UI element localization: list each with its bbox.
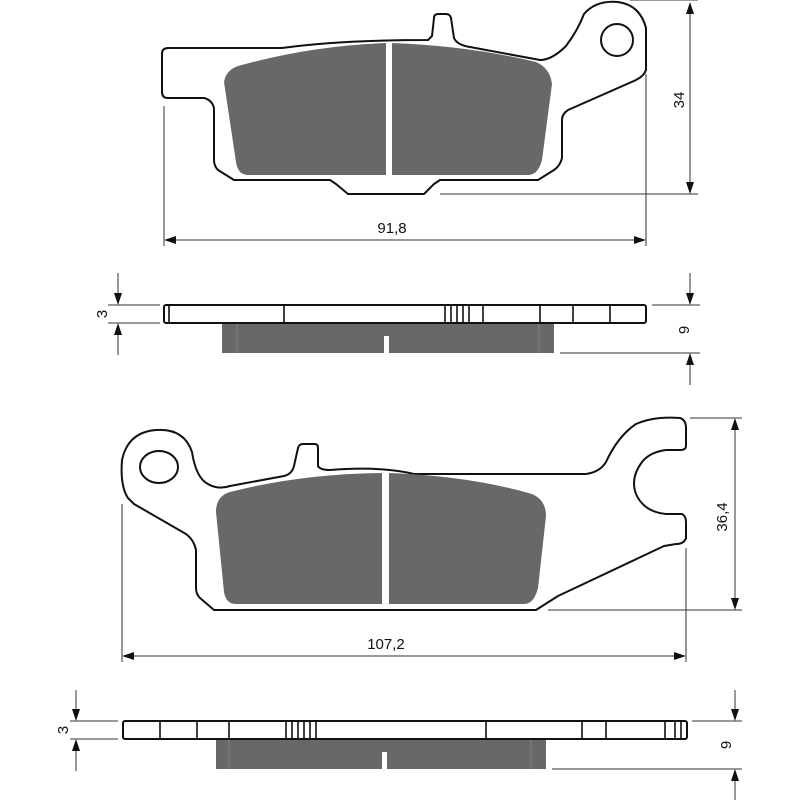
pad-1-mounting-hole [600,23,634,57]
pad-2-total-thickness-label: 9 [718,741,735,749]
pad-2-friction-material [216,473,382,604]
pad-2-side-view: 3 9 [55,690,742,800]
pad-2-width-label: 107,2 [367,636,405,653]
pad-1-friction-material-right [392,43,552,175]
pad-1-front-view: 34 91,8 [161,0,698,246]
pad-1-friction-material [224,43,386,175]
pad-2-backing-thickness-label: 3 [55,726,72,734]
pad-2-side-friction [216,739,546,769]
pad-1-width-label: 91,8 [377,220,406,237]
pad-2-front-view: 36,4 107,2 [120,416,742,662]
pad-2-mounting-hole [139,450,179,484]
pad-1-backing-thickness-label: 3 [94,310,111,318]
pad-2-side-backing-plate [122,720,688,740]
pad-2-height-label: 36,4 [714,502,731,531]
pad-1-side-view: 3 9 [94,273,700,385]
pad-1-height-label: 34 [671,92,688,109]
pad-1-total-thickness-label: 9 [676,326,693,334]
pad-2-friction-material-right [389,473,546,604]
